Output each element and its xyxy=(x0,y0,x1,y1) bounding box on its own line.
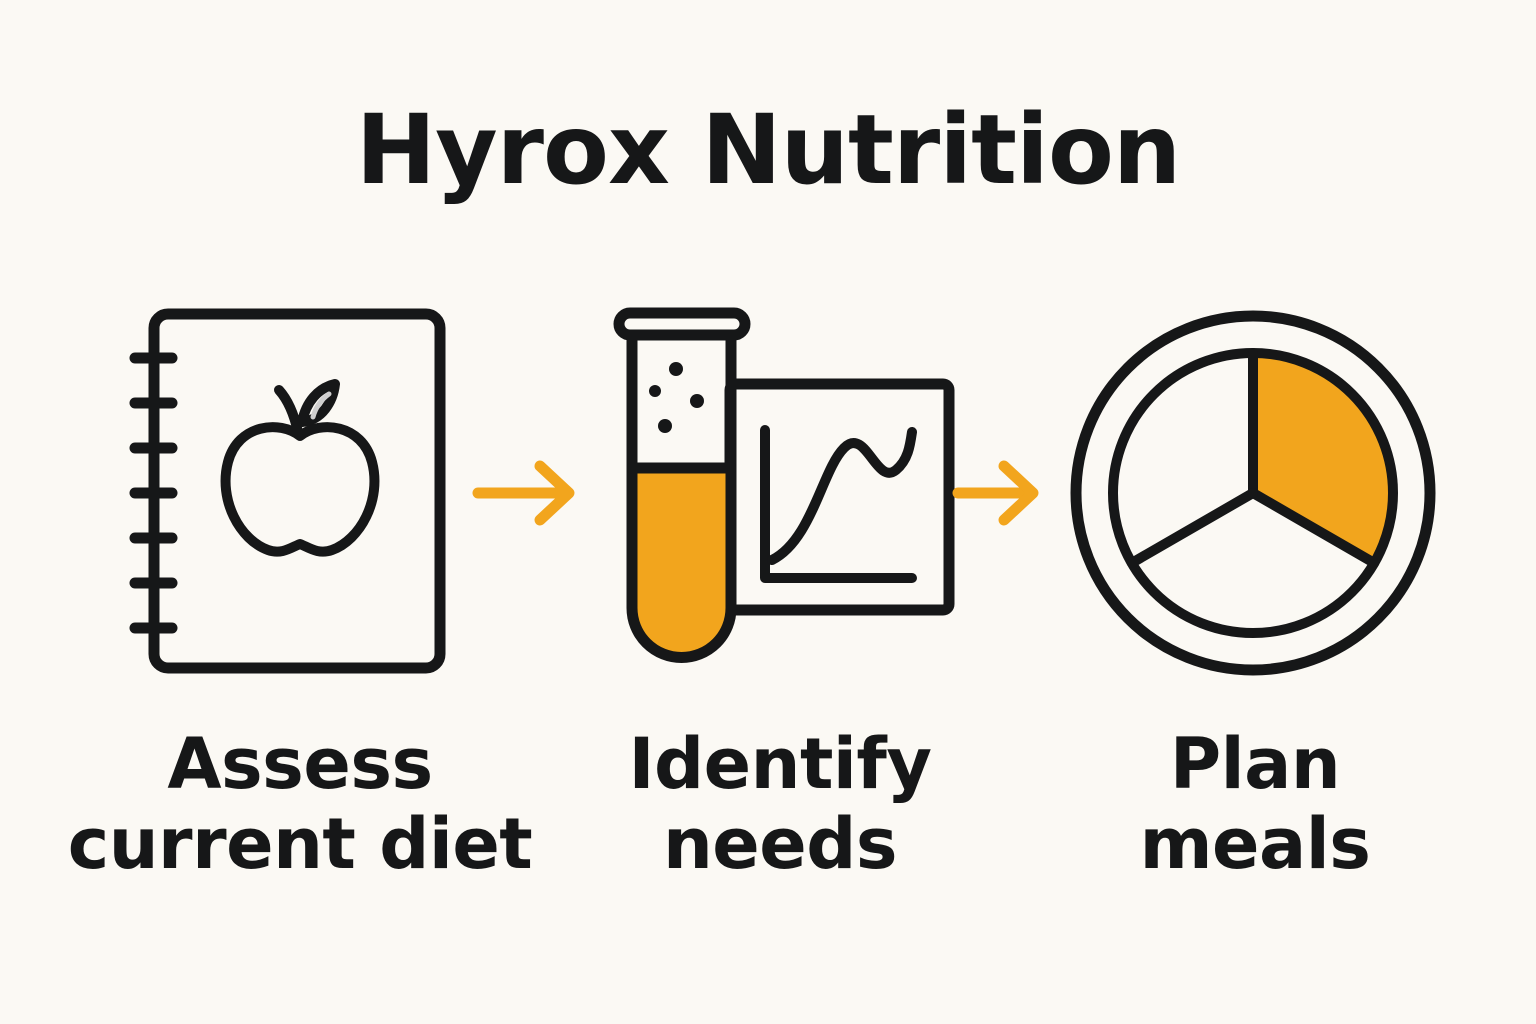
step-label-line2: current diet xyxy=(67,803,533,885)
apple-icon xyxy=(220,379,380,557)
arrow-right-icon xyxy=(472,460,575,526)
plate-rim xyxy=(1070,310,1436,676)
tube-rim xyxy=(613,307,751,341)
arrow-right-icon xyxy=(952,460,1039,526)
diagram-title: Hyrox Nutrition xyxy=(355,94,1181,206)
step-label-line1: Assess xyxy=(167,723,433,805)
tube-outline xyxy=(626,329,737,663)
bubbles xyxy=(649,362,704,433)
notebook-apple-icon xyxy=(129,308,446,674)
step-label-line2: meals xyxy=(1139,803,1371,885)
notebook-cover xyxy=(148,308,446,674)
notebook-rings xyxy=(129,352,178,634)
chart-axes xyxy=(760,425,917,583)
test-tube-chart-icon xyxy=(613,307,955,663)
plate-pie-icon xyxy=(1070,310,1436,676)
step-label-identify: Identify needs xyxy=(540,724,1020,884)
step-label-assess: Assess current diet xyxy=(60,724,540,884)
step-label-line1: Identify xyxy=(628,723,932,805)
step-label-line2: needs xyxy=(662,803,898,885)
step-label-plan: Plan meals xyxy=(1015,724,1495,884)
pie-dividers xyxy=(1126,348,1380,568)
chart-curve xyxy=(767,427,917,565)
tube-liquid xyxy=(632,468,731,658)
step-label-line1: Plan xyxy=(1169,723,1341,805)
